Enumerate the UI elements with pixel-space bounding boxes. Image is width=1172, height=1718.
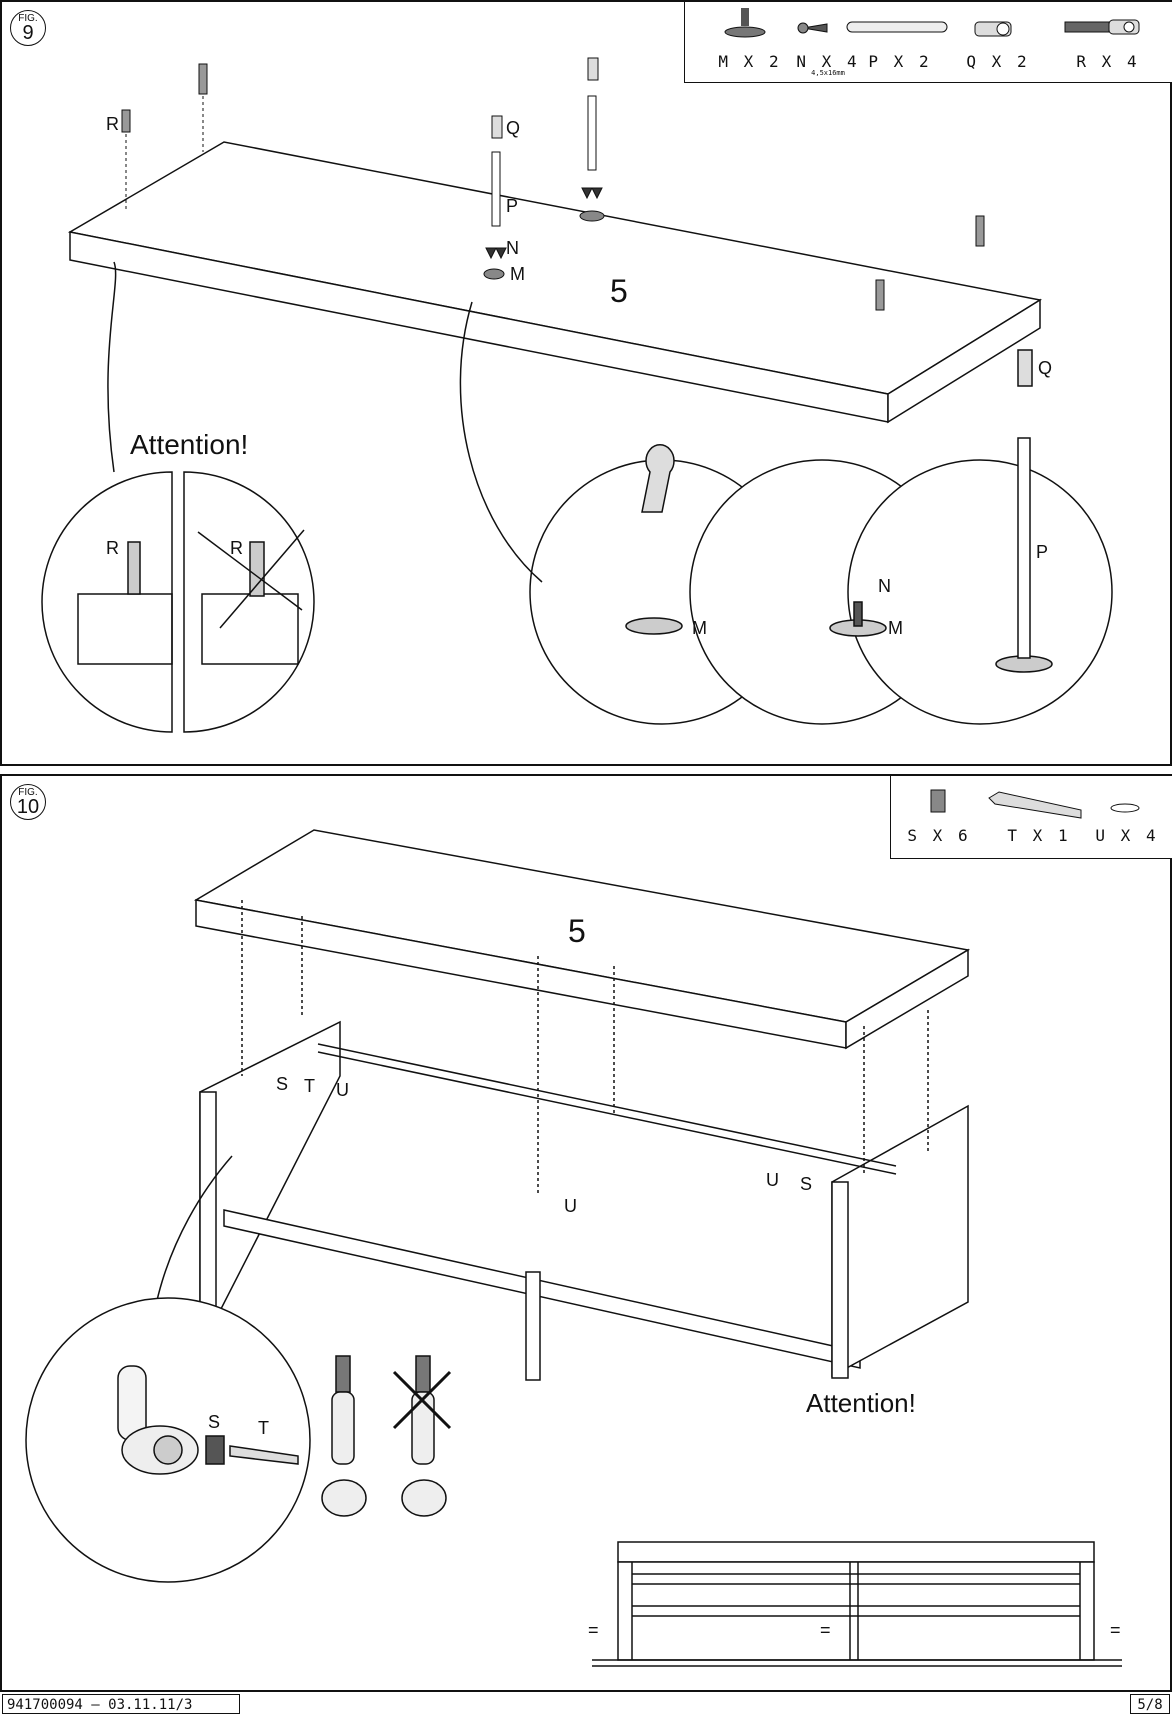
equal-mark-right: = xyxy=(1110,1620,1121,1640)
fig9-badge: FIG. 9 xyxy=(10,10,46,46)
callout-t1: T xyxy=(304,1076,315,1096)
part-n-size: 4,5x16mm xyxy=(811,69,845,77)
fig10-badge-number: 10 xyxy=(16,796,40,818)
callout-q2: Q xyxy=(1038,358,1052,378)
callout-m3: M xyxy=(888,618,903,638)
detail-circles-right xyxy=(459,301,1113,725)
callout-s1: S xyxy=(276,1074,288,1094)
footer-doc-code: 941700094 – 03.11.11/3 xyxy=(2,1694,240,1714)
callout-r: R xyxy=(106,114,119,134)
fig9-attention: Attention! xyxy=(130,429,248,460)
screw-n-icon xyxy=(797,22,828,34)
rod-p-icon xyxy=(846,21,948,33)
callout-t3: T xyxy=(258,1418,269,1438)
fig10-part-t: T X 1 xyxy=(991,826,1087,845)
dowel-r-parts xyxy=(121,63,985,311)
leg-assembly-1 xyxy=(483,115,507,280)
fig9-badge-label: FIG. xyxy=(18,13,38,24)
callout-n2: N xyxy=(878,576,891,596)
attention-detail-circles xyxy=(41,261,315,733)
fig9-badge-number: 9 xyxy=(22,22,34,44)
part-t-label: T X 1 xyxy=(1007,826,1071,845)
connector-comparison xyxy=(321,1355,452,1517)
fig9-part-p: P X 2 xyxy=(855,52,945,71)
callout-m2: M xyxy=(692,618,707,638)
dowel-r-icon xyxy=(1064,19,1140,35)
fig10-board-number: 5 xyxy=(568,913,586,949)
fig10-parts-icons xyxy=(930,789,1140,819)
fig9-part-q: Q X 2 xyxy=(953,52,1043,71)
callout-p1: P xyxy=(506,196,518,216)
fig10-part-u: U X 4 xyxy=(1079,826,1172,845)
callout-u3: U xyxy=(564,1196,577,1216)
threaded-insert-s-icon xyxy=(930,789,946,813)
glide-m-icon xyxy=(724,8,766,38)
fig9-part-m: M X 2 xyxy=(705,52,795,71)
connector-q-icon xyxy=(974,21,1012,37)
equal-mark-center: = xyxy=(820,1620,831,1640)
callout-m1: M xyxy=(510,264,525,284)
callout-u1: U xyxy=(336,1080,349,1100)
callout-q1: Q xyxy=(506,118,520,138)
fig10-parts-list: S X 6 T X 1 U X 4 xyxy=(890,776,1172,859)
callout-s2: S xyxy=(800,1174,812,1194)
part-q-label: Q X 2 xyxy=(966,52,1030,71)
fig10-badge-label: FIG. xyxy=(18,787,38,798)
fig9-part-r: R X 4 xyxy=(1063,52,1153,71)
top-board-5 xyxy=(193,829,971,1050)
equal-mark-left: = xyxy=(588,1620,599,1640)
part-m-label: M X 2 xyxy=(718,52,782,71)
cabinet-body xyxy=(199,900,969,1381)
callout-r-ok: R xyxy=(106,538,119,558)
callout-s3: S xyxy=(208,1412,220,1432)
callout-n1: N xyxy=(506,238,519,258)
leg-assembly-2 xyxy=(579,57,605,222)
footer-page-number: 5/8 xyxy=(1130,1694,1170,1714)
callout-p2: P xyxy=(1036,542,1048,562)
fig10-panel: FIG. 10 S X 6 T X 1 U X 4 5 xyxy=(0,774,1172,1692)
fig10-drawing: 5 S T U U S U xyxy=(25,829,1122,1667)
part-s-label: S X 6 xyxy=(907,826,971,845)
fig10-part-s: S X 6 xyxy=(891,826,987,845)
fig9-board-number: 5 xyxy=(610,273,628,309)
part-p-label: P X 2 xyxy=(868,52,932,71)
part-n-label: N X 4 xyxy=(796,52,860,71)
washer-u-icon xyxy=(1110,803,1140,813)
fig10-attention: Attention! xyxy=(806,1388,916,1418)
allen-key-t-icon xyxy=(988,791,1082,819)
callout-u2: U xyxy=(766,1170,779,1190)
callout-r-wrong: R xyxy=(230,538,243,558)
fig9-drawing: 5 R Q P N M Attention! xyxy=(41,57,1113,733)
part-r-label: R X 4 xyxy=(1076,52,1140,71)
fig9-parts-icons xyxy=(724,8,1140,38)
connector-detail-circle xyxy=(25,1155,311,1583)
board-5 xyxy=(67,141,1043,424)
front-view xyxy=(592,1541,1122,1667)
part-u-label: U X 4 xyxy=(1095,826,1159,845)
fig10-badge: FIG. 10 xyxy=(10,784,46,820)
